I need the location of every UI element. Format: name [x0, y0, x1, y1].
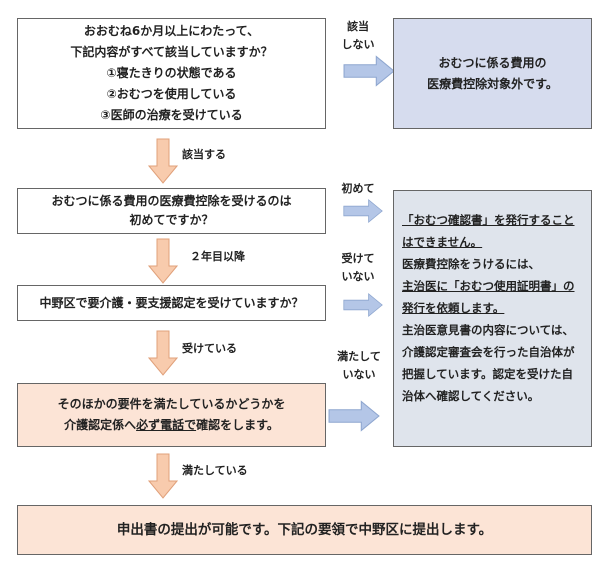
q1-line: ②おむつを使用している	[106, 87, 237, 101]
q1-line: おおむね6か月以上にわたって、	[83, 24, 260, 38]
q3-text: 中野区で要介護・要支援認定を受けていますか？	[39, 295, 304, 310]
question-4-box: そのほかの要件を満たしているかどうかを 介護認定係へ必ず電話で確認をします。	[17, 383, 326, 447]
q2-later-label: ２年目以降	[190, 250, 245, 263]
question-2-box: おむつに係る費用の医療費控除を受けるのは 初めてですか？	[17, 188, 326, 234]
question-3-box: 中野区で要介護・要支援認定を受けていますか？	[17, 285, 326, 321]
q2-line: おむつに係る費用の医療費控除を受けるのは	[51, 194, 292, 208]
down-arrow-icon	[148, 453, 178, 499]
note-box: 「おむつ確認書」を発行することはできません。 医療費控除をうけるには、 主治医に…	[393, 190, 592, 447]
q4-line: 介護認定係へ必ず電話で確認をします。	[64, 418, 279, 432]
final-text: 申出書の提出が可能です。下記の要領で中野区に提出します。	[116, 521, 493, 538]
q4-line: そのほかの要件を満たしているかどうかを	[57, 397, 286, 411]
question-1-box: おおむね6か月以上にわたって、 下記内容がすべて該当していますか？ ①寝たきりの…	[17, 18, 326, 129]
q2-first-label: 初めて	[341, 182, 375, 195]
q2-line: 初めてですか？	[129, 213, 214, 227]
q3-yes-label: 受けている	[182, 342, 237, 355]
right-arrow-icon	[328, 400, 380, 432]
q4-yes-label: 満たしている	[182, 464, 248, 477]
down-arrow-icon	[148, 238, 178, 284]
emphasis-phone: 必ず電話で	[136, 418, 197, 432]
note-text: 主治医意見書の内容については、介護認定審査会を行った自治体が把握しています。認定…	[402, 323, 575, 403]
q1-line: ①寝たきりの状態である	[106, 66, 237, 80]
q3-no-label: 受けていない	[341, 252, 375, 283]
q1-line: ③医師の治療を受けている	[100, 108, 243, 122]
right-arrow-icon	[343, 55, 395, 87]
down-arrow-icon	[148, 138, 178, 184]
q4-no-label: 満たしていない	[337, 350, 381, 381]
not-eligible-box: おむつに係る費用の 医療費控除対象外です。	[393, 18, 592, 129]
note-text: 医療費控除をうけるには、	[402, 257, 540, 271]
result-line: 医療費控除対象外です。	[427, 76, 558, 91]
note-warning: 「おむつ確認書」を発行することはできません。	[402, 213, 575, 249]
result-line: おむつに係る費用の	[438, 55, 547, 70]
final-box: 申出書の提出が可能です。下記の要領で中野区に提出します。	[17, 505, 592, 555]
note-instruction: 主治医に「おむつ使用証明書」の発行を依頼します。	[402, 279, 575, 315]
q1-line: 下記内容がすべて該当していますか？	[70, 45, 273, 59]
right-arrow-icon	[343, 198, 383, 224]
q1-yes-label: 該当する	[182, 148, 226, 161]
right-arrow-icon	[343, 292, 383, 318]
down-arrow-icon	[148, 330, 178, 376]
q1-no-label: 該当しない	[341, 20, 375, 51]
